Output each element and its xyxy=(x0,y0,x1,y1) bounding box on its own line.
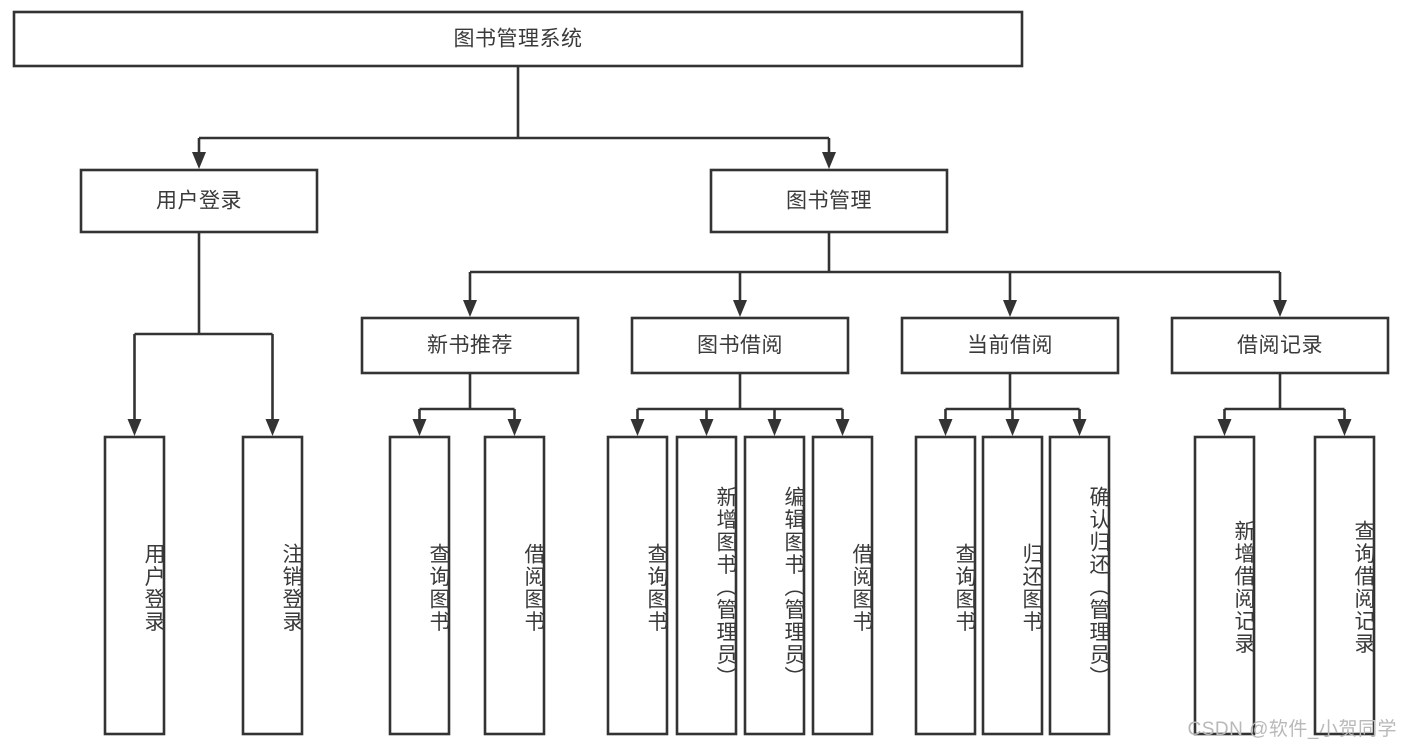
leaf-node-box[interactable] xyxy=(241,435,304,736)
level2-node-label: 图书管理 xyxy=(786,190,872,213)
arrow-head-icon xyxy=(1005,419,1020,436)
leaf-node-box[interactable] xyxy=(981,435,1044,736)
level3-node-box[interactable] xyxy=(360,316,580,375)
arrow-head-icon xyxy=(192,152,206,169)
leaf-node-box[interactable] xyxy=(103,435,166,736)
level3-node-label: 借阅记录 xyxy=(1237,334,1323,357)
leaf-node[interactable] xyxy=(675,435,738,736)
leaf-node-box[interactable] xyxy=(914,435,977,736)
arrow-head-icon xyxy=(127,419,142,436)
arrow-head-icon xyxy=(630,419,645,436)
leaf-node[interactable] xyxy=(1193,435,1256,736)
arrow-head-icon xyxy=(1217,419,1232,436)
leaf-node[interactable] xyxy=(1313,435,1376,736)
leaf-node-box[interactable] xyxy=(606,435,669,736)
arrow-head-icon xyxy=(1003,300,1017,317)
level3-node-label: 新书推荐 xyxy=(427,334,513,357)
level3-node-box[interactable] xyxy=(630,316,850,375)
arrow-head-icon xyxy=(835,419,850,436)
leaf-node-box[interactable] xyxy=(1048,435,1111,736)
arrow-head-icon xyxy=(822,152,836,169)
level3-node-box[interactable] xyxy=(900,316,1120,375)
arrow-head-icon xyxy=(265,419,280,436)
leaf-node[interactable] xyxy=(103,435,166,736)
arrow-head-icon xyxy=(767,419,782,436)
arrow-head-icon xyxy=(699,419,714,436)
level3-node[interactable] xyxy=(630,316,850,375)
arrow-head-icon xyxy=(412,419,427,436)
leaf-node[interactable] xyxy=(1048,435,1111,736)
leaf-node-box[interactable] xyxy=(675,435,738,736)
leaf-node-box[interactable] xyxy=(388,435,451,736)
node-box-layer xyxy=(12,10,1390,736)
root-node-label: 图书管理系统 xyxy=(454,28,583,51)
leaf-node-box[interactable] xyxy=(1193,435,1256,736)
level3-node[interactable] xyxy=(360,316,580,375)
leaf-node[interactable] xyxy=(241,435,304,736)
leaf-node-box[interactable] xyxy=(483,435,546,736)
level3-node-box[interactable] xyxy=(1170,316,1390,375)
leaf-node-box[interactable] xyxy=(811,435,874,736)
level2-node-box[interactable] xyxy=(709,168,949,234)
level2-node-box[interactable] xyxy=(79,168,319,234)
leaf-node[interactable] xyxy=(606,435,669,736)
level3-node[interactable] xyxy=(1170,316,1390,375)
root-node[interactable] xyxy=(12,10,1024,68)
leaf-node-box[interactable] xyxy=(743,435,806,736)
root-node-box[interactable] xyxy=(12,10,1024,68)
leaf-node[interactable] xyxy=(981,435,1044,736)
level3-node[interactable] xyxy=(900,316,1120,375)
arrow-head-icon xyxy=(463,300,477,317)
level2-node[interactable] xyxy=(709,168,949,234)
leaf-node-box[interactable] xyxy=(1313,435,1376,736)
connector-layer xyxy=(127,66,1352,436)
arrow-head-icon xyxy=(1273,300,1287,317)
arrow-head-icon xyxy=(938,419,953,436)
level2-node-label: 用户登录 xyxy=(156,190,242,213)
arrow-head-icon xyxy=(733,300,747,317)
arrow-head-icon xyxy=(1072,419,1087,436)
leaf-node[interactable] xyxy=(743,435,806,736)
leaf-node[interactable] xyxy=(811,435,874,736)
leaf-node[interactable] xyxy=(914,435,977,736)
leaf-node[interactable] xyxy=(483,435,546,736)
level3-node-label: 当前借阅 xyxy=(967,334,1053,357)
arrow-head-icon xyxy=(507,419,522,436)
arrow-head-icon xyxy=(1337,419,1352,436)
level2-node[interactable] xyxy=(79,168,319,234)
leaf-node[interactable] xyxy=(388,435,451,736)
level3-node-label: 图书借阅 xyxy=(697,334,783,357)
csdn-watermark: CSDN @软件_小贺同学 xyxy=(1187,719,1397,740)
